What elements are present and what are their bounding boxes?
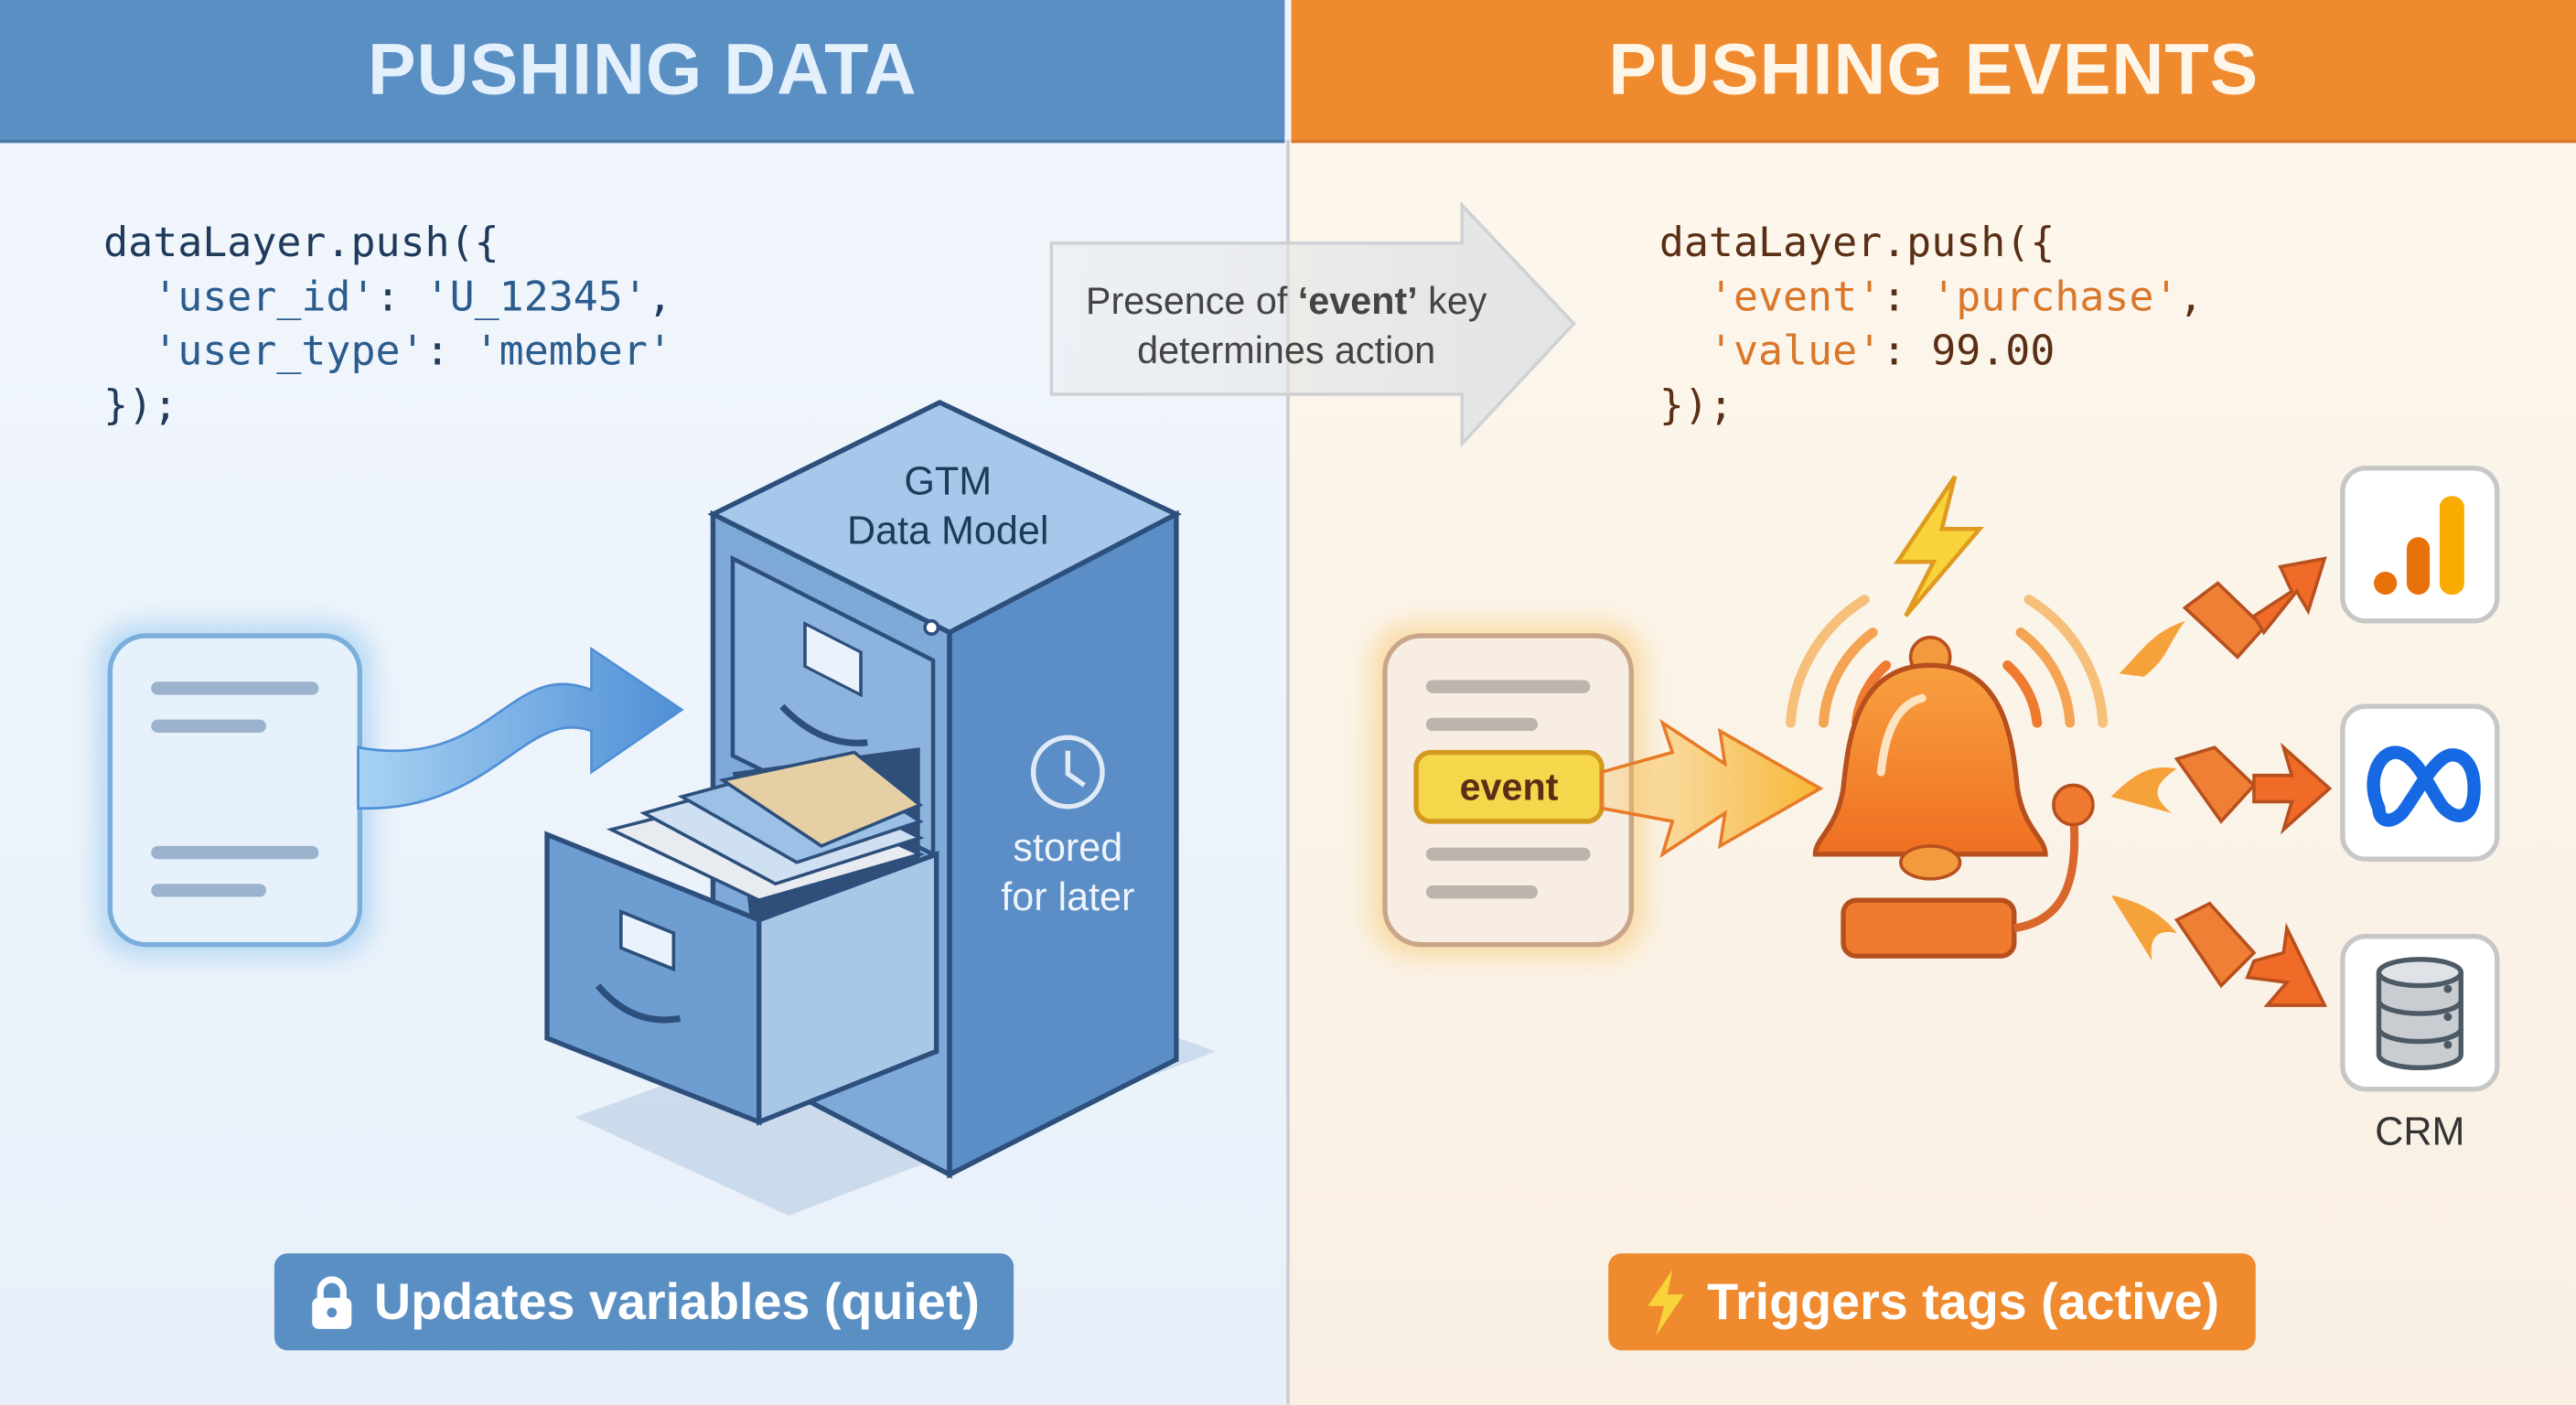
code-line: 'user_id': 'U_12345',: [103, 270, 672, 324]
code-value: 'U_12345': [424, 273, 648, 321]
code-line: });: [103, 381, 178, 429]
tag-arrow-analytics: [2119, 556, 2327, 677]
meta-card: [2340, 703, 2500, 862]
lock-icon: [311, 1275, 351, 1328]
note-key: ‘event’: [1297, 279, 1418, 322]
crm-label: CRM: [2375, 1110, 2465, 1155]
code-line: dataLayer.push({: [103, 218, 499, 266]
middle-note: Presence of ‘event’ key determines action: [1024, 276, 1550, 375]
note-text: Presence of: [1085, 279, 1298, 322]
stored-line: stored: [1013, 826, 1123, 871]
code-line: });: [1658, 381, 1733, 429]
code-value: 'member': [474, 327, 672, 375]
code-key: 'value': [1708, 327, 1883, 375]
code-key: 'user_id': [153, 273, 376, 321]
right-panel-title: PUSHING EVENTS: [1291, 0, 2576, 144]
middle-arrow: [1049, 200, 1576, 448]
badge-label: Updates variables (quiet): [373, 1271, 980, 1330]
document-card-icon: [107, 633, 362, 948]
code-sep: :: [375, 273, 425, 321]
code-sep: ,: [647, 273, 672, 321]
code-key: 'event': [1708, 273, 1883, 321]
code-sep: :: [1882, 327, 1932, 375]
bell-icon: [1786, 595, 2109, 959]
lightning-arrow-icon: [1600, 718, 1824, 859]
code-sep: :: [1882, 273, 1932, 321]
lightning-bolt-icon: [1894, 475, 1984, 617]
code-line: 'event': 'purchase',: [1659, 270, 2204, 324]
code-value: 'purchase': [1931, 273, 2179, 321]
triggers-tags-badge: Triggers tags (active): [1608, 1253, 2256, 1351]
cabinet-label-line: Data Model: [847, 509, 1049, 554]
left-code-snippet: dataLayer.push({ 'user_id': 'U_12345', '…: [103, 215, 672, 432]
divider: [1286, 139, 1290, 1405]
filing-cabinet-icon: [544, 400, 1216, 1216]
crm-card: [2340, 933, 2500, 1092]
note-text: determines action: [1137, 328, 1436, 371]
tag-arrow-crm: [2110, 895, 2328, 1007]
badge-label: Triggers tags (active): [1707, 1271, 2220, 1330]
stored-line: for later: [1001, 875, 1135, 920]
code-value: 99.00: [1931, 327, 2055, 375]
right-code-snippet: dataLayer.push({ 'event': 'purchase', 'v…: [1659, 215, 2204, 432]
analytics-card: [2340, 466, 2500, 624]
left-panel-title: PUSHING DATA: [0, 0, 1285, 144]
lightning-bolt-icon: [1648, 1269, 1684, 1335]
code-line: 'value': 99.00: [1659, 324, 2204, 378]
code-line: dataLayer.push({: [1658, 218, 2055, 266]
updates-variables-badge: Updates variables (quiet): [274, 1253, 1014, 1351]
code-line: 'user_type': 'member': [103, 324, 672, 378]
tag-arrow-meta: [2110, 742, 2333, 835]
code-key: 'user_type': [153, 327, 425, 375]
tag-arrows: [2110, 556, 2333, 1007]
note-text: key: [1417, 279, 1487, 322]
curved-arrow-icon: [357, 646, 684, 810]
code-sep: ,: [2178, 273, 2204, 321]
event-pill: event: [1459, 764, 1559, 808]
cabinet-label-line: GTM: [904, 459, 993, 505]
code-sep: :: [424, 327, 475, 375]
